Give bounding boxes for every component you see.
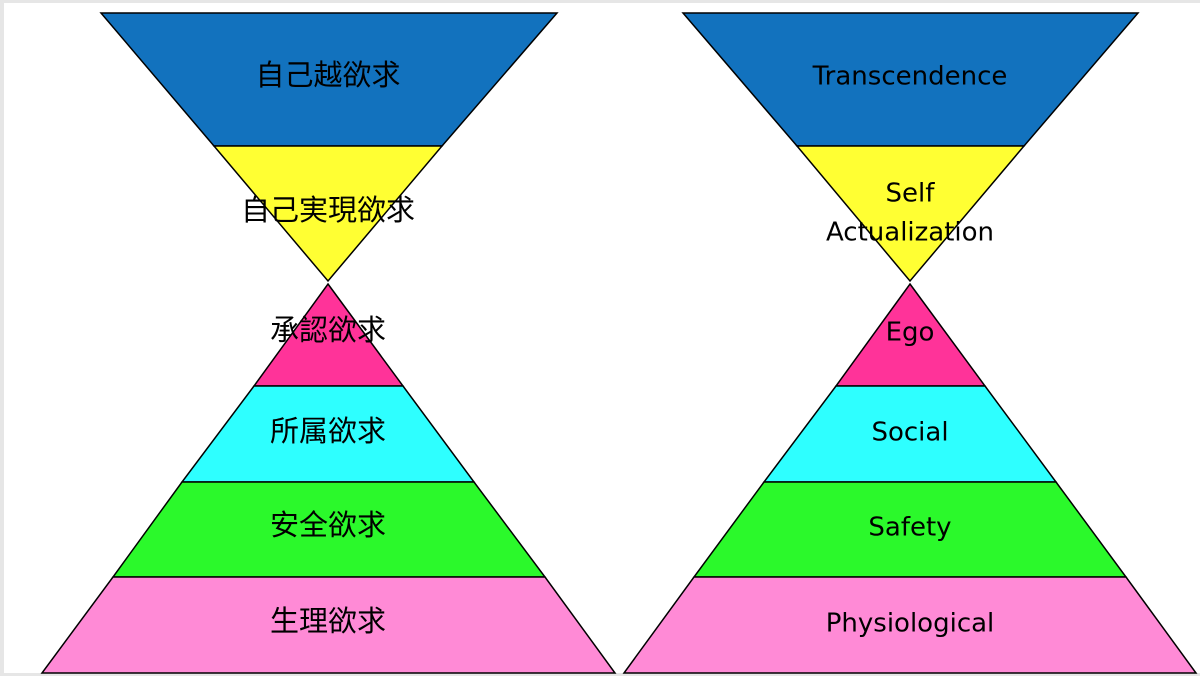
layer-self-actualization-en bbox=[795, 145, 1026, 283]
label-transcendence-jp: 自己越欲求 bbox=[255, 58, 400, 92]
layer-physiological-en bbox=[622, 576, 1198, 674]
label-safety-en: Safety bbox=[868, 513, 951, 543]
label-social-en: Social bbox=[871, 418, 948, 448]
label-self-actualization-en-line1: Self bbox=[886, 179, 936, 209]
layer-self-actualization-jp bbox=[212, 145, 444, 283]
label-self-actualization-jp: 自己実現欲求 bbox=[241, 193, 415, 227]
japanese-diagram: 自己越欲求 自己実現欲求 承認欲求 所属欲求 安全欲求 生理欲求 bbox=[40, 12, 617, 674]
label-social-jp: 所属欲求 bbox=[270, 414, 386, 448]
label-ego-en: Ego bbox=[886, 318, 935, 348]
label-self-actualization-en-line2: Actualization bbox=[826, 218, 994, 248]
label-ego-jp: 承認欲求 bbox=[270, 313, 386, 347]
label-safety-jp: 安全欲求 bbox=[270, 508, 386, 542]
label-transcendence-en: Transcendence bbox=[812, 62, 1008, 92]
label-physiological-en: Physiological bbox=[826, 609, 995, 639]
english-diagram: Transcendence Self Actualization Ego Soc… bbox=[622, 12, 1198, 674]
label-physiological-jp: 生理欲求 bbox=[270, 604, 386, 638]
layer-physiological-jp bbox=[40, 576, 617, 674]
